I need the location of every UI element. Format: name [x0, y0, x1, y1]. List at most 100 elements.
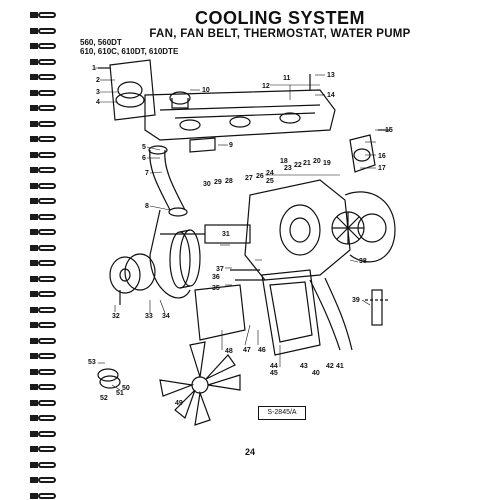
binding-hole: [30, 58, 38, 65]
callout-number-45: 45: [270, 370, 278, 377]
binding-ring: [38, 105, 56, 111]
callout-number-52: 52: [100, 395, 108, 402]
binding-hole: [30, 415, 38, 421]
callout-number-20: 20: [313, 158, 321, 165]
binding-hole: [30, 306, 38, 313]
callout-number-36: 36: [212, 274, 220, 281]
binding-hole: [30, 244, 38, 251]
binding-hole: [30, 492, 38, 499]
binding-hole: [30, 43, 38, 49]
binding-ring: [38, 167, 56, 173]
thermostat: [169, 91, 191, 105]
callout-number-33: 33: [145, 313, 153, 320]
callout-number-46: 46: [258, 347, 266, 354]
binding-ring: [38, 27, 56, 34]
callout-number-1: 1: [92, 65, 96, 72]
callout-number-42: 42: [326, 363, 334, 370]
callout-number-9: 9: [229, 142, 233, 149]
binding-hole: [30, 275, 38, 282]
binding-hole: [30, 74, 38, 80]
binding-ring: [38, 477, 56, 483]
callout-number-21: 21: [303, 160, 311, 167]
binding-ring: [38, 198, 56, 204]
binding-hole: [30, 260, 38, 266]
callout-number-10: 10: [202, 87, 210, 94]
binding-ring: [38, 415, 56, 421]
binding-hole: [30, 105, 38, 111]
callout-number-50: 50: [122, 385, 130, 392]
callout-number-19: 19: [323, 160, 331, 167]
water-pump-body: [244, 179, 351, 281]
crank-pulley: [109, 256, 141, 294]
callout-number-37: 37: [216, 266, 224, 273]
callout-number-7: 7: [145, 170, 149, 177]
callout-number-26: 26: [256, 173, 264, 180]
binding-hole: [30, 446, 38, 452]
callout-number-5: 5: [142, 144, 146, 151]
callout-number-24: 24: [266, 170, 274, 177]
binding-ring: [38, 58, 56, 65]
binding-ring: [38, 275, 56, 282]
binding-hole: [30, 399, 38, 406]
callout-number-3: 3: [96, 89, 100, 96]
callout-number-11: 11: [283, 75, 291, 82]
impeller: [331, 211, 365, 245]
binding-ring: [38, 399, 56, 406]
callout-number-35: 35: [212, 285, 220, 292]
pump-cover: [261, 269, 321, 356]
binding-ring: [38, 229, 56, 235]
binding-ring: [38, 430, 56, 437]
thermostat-housing: [109, 59, 156, 121]
callout-number-51: 51: [116, 390, 124, 397]
callout-number-27: 27: [245, 175, 253, 182]
callout-number-2: 2: [96, 77, 100, 84]
callout-number-44: 44: [270, 363, 278, 370]
spiral-binding: [28, 0, 58, 500]
binding-hole: [30, 120, 38, 127]
callout-number-23: 23: [284, 165, 292, 172]
binding-ring: [38, 306, 56, 313]
binding-ring: [38, 151, 56, 158]
pump-pulley: [169, 229, 201, 289]
callout-number-18: 18: [280, 158, 288, 165]
callout-number-28: 28: [225, 178, 233, 185]
binding-hole: [30, 12, 38, 18]
page-subtitle: FAN, FAN BELT, THERMOSTAT, WATER PUMP: [149, 28, 411, 40]
callout-number-14: 14: [327, 92, 335, 99]
reference-code-box: S-2845/A: [258, 406, 306, 420]
binding-hole: [30, 353, 38, 359]
binding-ring: [38, 461, 56, 468]
callout-number-38: 38: [359, 258, 367, 265]
water-manifold: [144, 89, 336, 141]
binding-ring: [38, 74, 56, 80]
binding-ring: [38, 322, 56, 328]
callout-number-49: 49: [175, 400, 183, 407]
binding-hole: [30, 213, 38, 220]
callout-number-34: 34: [162, 313, 170, 320]
callout-number-47: 47: [243, 347, 251, 354]
cooling-fan: [159, 341, 241, 426]
page-title: COOLING SYSTEM: [194, 8, 365, 28]
binding-ring: [38, 244, 56, 251]
binding-ring: [38, 446, 56, 452]
callout-number-13: 13: [327, 72, 335, 79]
binding-ring: [38, 12, 56, 18]
callout-number-32: 32: [112, 313, 120, 320]
binding-hole: [30, 151, 38, 158]
callout-number-12: 12: [262, 83, 270, 90]
callout-number-16: 16: [378, 153, 386, 160]
model-list-line-2: 610, 610C, 610DT, 610DTE: [80, 47, 179, 56]
binding-hole: [30, 430, 38, 437]
binding-ring: [38, 182, 56, 189]
callout-number-40: 40: [312, 370, 320, 377]
binding-hole: [30, 89, 38, 96]
callout-number-29: 29: [214, 179, 222, 186]
binding-ring: [38, 353, 56, 359]
binding-ring: [38, 291, 56, 297]
callout-number-41: 41: [336, 363, 344, 370]
binding-ring: [38, 43, 56, 49]
callout-number-31: 31: [222, 231, 230, 238]
binding-hole: [30, 229, 38, 235]
